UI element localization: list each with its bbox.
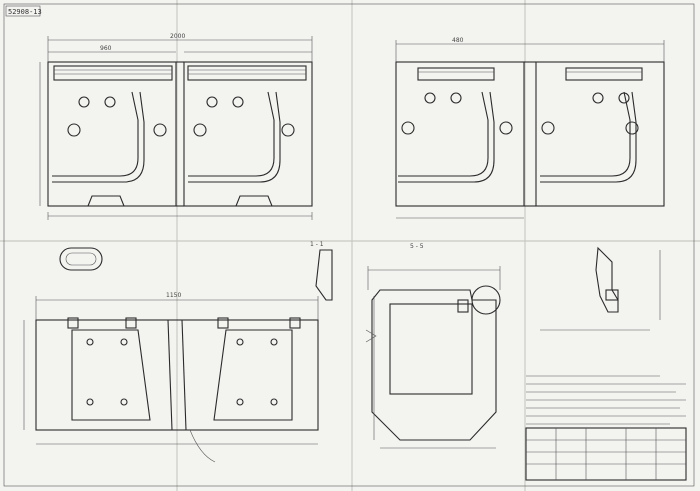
notes-block (526, 375, 686, 425)
corner-stamp-box (5, 5, 41, 17)
sheet-border (3, 3, 695, 487)
corner-stamp: 52908-13 (8, 8, 42, 16)
dim-bottom-left-width: 1150 (166, 292, 181, 299)
dim-top-left-half: 960 (100, 45, 112, 52)
view-label: 5 - 5 (410, 243, 424, 250)
bottom-right-detail (540, 246, 661, 331)
top-left-view (39, 36, 313, 220)
top-right-view (395, 40, 665, 219)
bottom-left-view (23, 247, 333, 463)
title-block (525, 427, 687, 481)
section-label: 1 - 1 (310, 241, 324, 248)
bottom-middle-view (365, 266, 501, 449)
dim-top-left-width: 2000 (170, 33, 185, 40)
dim-top-right-half: 480 (452, 37, 464, 44)
